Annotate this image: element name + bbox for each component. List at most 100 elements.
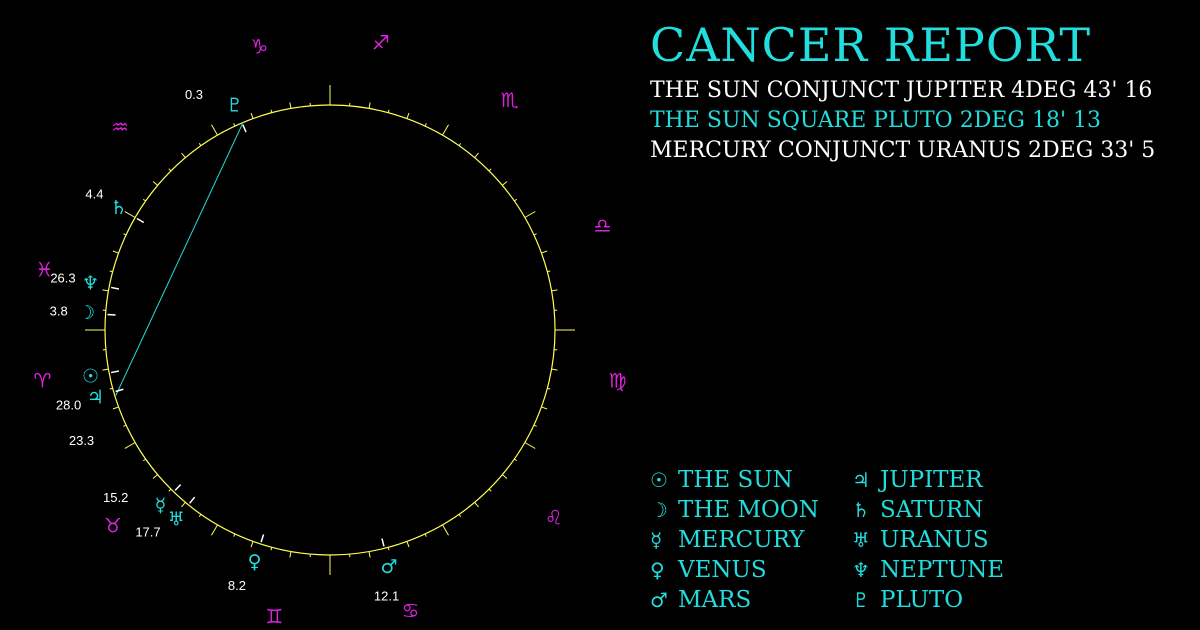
jupiter-icon: ♃ [852, 468, 870, 492]
report-title: CANCER REPORT [650, 18, 1092, 72]
wheel-tick [524, 442, 536, 449]
mars-icon: ♂ [650, 588, 668, 612]
legend-label: URANUS [880, 527, 989, 553]
wheel-tick [152, 474, 158, 479]
wheel-tick [502, 181, 508, 186]
degree-label-jupiter: 23.3 [69, 433, 94, 448]
legend-item-mars: ♂ MARS [650, 587, 751, 613]
capricorn-icon: ♑ [250, 35, 268, 59]
libra-icon: ♎ [594, 213, 612, 237]
wheel-tick [289, 551, 292, 558]
legend-label: THE MOON [678, 497, 819, 523]
planet-marker-moon [107, 313, 116, 316]
wheel-tick [102, 368, 109, 371]
degree-label-uranus: 17.7 [135, 525, 160, 540]
sagittarius-icon: ♐ [372, 30, 390, 54]
mars-icon: ♂ [381, 556, 398, 578]
wheel-tick [211, 124, 218, 136]
legend-label: PLUTO [880, 587, 964, 613]
aquarius-icon: ♒ [111, 115, 129, 139]
pluto-icon: ♇ [226, 94, 243, 116]
legend-item-moon: ☽ THE MOON [650, 497, 819, 523]
wheel-tick [551, 368, 558, 371]
wheel-tick [406, 541, 410, 548]
leo-icon: ♌ [545, 506, 563, 530]
legend-item-neptune: ♆ NEPTUNE [852, 557, 1004, 583]
zodiac-wheel: ♈♉♊♋♌♍♎♏♐♑♒♓ ♇♄♆☽☉♃☿♅♀♂ 0.34.426.33.828.… [33, 30, 626, 628]
moon-icon: ☽ [650, 498, 668, 522]
aries-icon: ♈ [33, 369, 51, 393]
planet-marker-saturn [136, 217, 145, 224]
wheel-tick [442, 524, 449, 536]
wheel-tick [152, 181, 158, 186]
aspect-mercury-conjunct-uranus: MERCURY CONJUNCT URANUS 2DEG 33' 5 [650, 138, 1156, 163]
degree-label-venus: 8.2 [228, 578, 246, 593]
gemini-icon: ♊ [265, 605, 283, 629]
degree-label-pluto: 0.3 [185, 87, 203, 102]
legend-item-saturn: ♄SATURN [852, 497, 983, 523]
legend-item-jupiter: ♃JUPITER [852, 467, 983, 493]
wheel-tick [181, 502, 186, 508]
zodiac-signs: ♈♉♊♋♌♍♎♏♐♑♒♓ [33, 30, 626, 628]
uranus-icon: ♅ [852, 528, 870, 552]
planet-marker-uranus [189, 496, 196, 504]
wheel-tick [502, 474, 508, 479]
planet-marker-neptune [110, 286, 120, 290]
wheel-tick [250, 541, 254, 548]
pisces-icon: ♓ [35, 257, 53, 281]
sun-icon: ☉ [650, 468, 668, 492]
legend-label: NEPTUNE [880, 557, 1005, 583]
aspect-lines [107, 123, 385, 547]
wheel-tick [289, 102, 292, 109]
wheel-tick [102, 289, 109, 292]
taurus-icon: ♉ [104, 513, 122, 537]
legend-item-mercury: ☿ MERCURY [650, 527, 804, 553]
wheel-circle [104, 104, 556, 556]
wheel-tick [112, 406, 119, 410]
wheel-tick [524, 211, 536, 218]
legend-label: THE SUN [678, 467, 793, 493]
planet-marker-sun [110, 370, 120, 374]
aspect-line [115, 123, 243, 396]
degree-label-sun: 28.0 [56, 397, 81, 412]
moon-icon: ☽ [78, 302, 95, 324]
scorpio-icon: ♏ [501, 88, 519, 112]
wheel-tick [551, 289, 558, 292]
planet-marker-mars [381, 538, 385, 547]
legend-label: MERCURY [678, 527, 805, 553]
degree-label-mercury: 15.2 [103, 490, 128, 505]
mercury-icon: ☿ [650, 528, 663, 552]
cancer-icon: ♋ [402, 599, 420, 623]
planet-marker-jupiter [115, 388, 124, 393]
wheel-tick [124, 442, 136, 449]
wheel-tick [474, 502, 479, 508]
mercury-icon: ☿ [155, 495, 167, 517]
degree-label-saturn: 4.4 [85, 187, 103, 202]
planet-marker-pluto [242, 124, 247, 133]
wheel-tick [442, 124, 449, 136]
pluto-icon: ♇ [852, 588, 870, 612]
legend-label: SATURN [880, 497, 984, 523]
wheel-tick [406, 112, 410, 119]
sun-icon: ☉ [82, 366, 99, 388]
jupiter-icon: ♃ [87, 386, 104, 408]
legend-label: VENUS [678, 557, 767, 583]
legend-label: MARS [678, 587, 752, 613]
wheel-tick [474, 152, 479, 158]
wheel-tick [368, 102, 371, 109]
wheel-tick [250, 112, 254, 119]
neptune-icon: ♆ [852, 558, 870, 582]
legend-item-pluto: ♇ PLUTO [852, 587, 963, 613]
venus-icon: ♀ [248, 551, 262, 573]
venus-icon: ♀ [650, 558, 665, 582]
wheel-tick [181, 152, 186, 158]
neptune-icon: ♆ [82, 272, 99, 294]
legend-item-sun: ☉ THE SUN [650, 467, 793, 493]
wheel-tick [541, 406, 548, 410]
saturn-icon: ♄ [110, 197, 127, 219]
aspect-sun-conjunct-jupiter: THE SUN CONJUNCT JUPITER 4DEG 43' 16 [650, 78, 1153, 103]
uranus-icon: ♅ [168, 509, 185, 531]
degree-label-mars: 12.1 [374, 589, 399, 604]
planet-marker-mercury [174, 484, 182, 491]
planet-marker-venus [260, 534, 265, 543]
